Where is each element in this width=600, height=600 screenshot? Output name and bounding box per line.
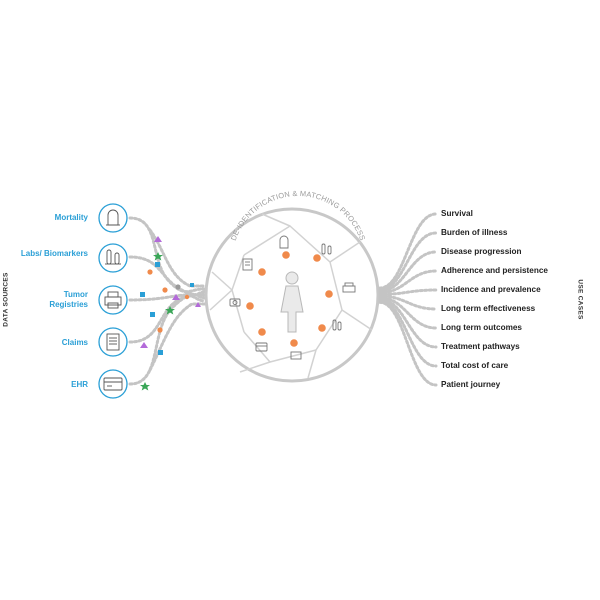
use-case-path — [378, 231, 438, 292]
marker-circle — [184, 294, 190, 300]
printer-icon — [290, 351, 302, 360]
use-case-item: Survival — [441, 209, 473, 218]
marker-circle — [162, 287, 168, 293]
use-case-item: Long term outcomes — [441, 323, 522, 332]
marker-square — [158, 350, 163, 355]
document-icon — [242, 258, 253, 271]
process-node — [325, 290, 333, 298]
source-icons — [98, 203, 128, 399]
use-case-paths — [378, 212, 438, 387]
use-case-path — [378, 296, 438, 330]
process-node — [246, 302, 254, 310]
tombstone-icon — [279, 235, 289, 249]
use-case-path — [378, 250, 438, 293]
data-sources-title: DATA SOURCES — [2, 272, 10, 327]
test-tube-icon — [105, 249, 121, 265]
person-icon — [280, 271, 304, 333]
use-case-path — [378, 212, 438, 290]
use-case-path — [378, 299, 438, 368]
process-node — [258, 268, 266, 276]
use-case-item: Total cost of care — [441, 361, 509, 370]
source-label-tumor: Tumor Registries — [49, 290, 88, 309]
path-extra-1 — [148, 228, 207, 288]
source-label-claims: Claims — [61, 338, 88, 347]
source-label-ehr: EHR — [71, 380, 88, 389]
use-case-path — [378, 269, 438, 295]
marker-circle — [157, 327, 163, 333]
aperture-outer-ring — [204, 207, 380, 383]
marker-square — [140, 292, 145, 297]
marker-square — [190, 283, 194, 287]
process-node — [290, 339, 298, 347]
source-label-labs: Labs/ Biomarkers — [20, 249, 88, 258]
source-label-mortality: Mortality — [54, 213, 88, 222]
use-case-path — [378, 294, 438, 311]
source-circle-ehr — [98, 369, 128, 399]
document-icon — [106, 333, 120, 351]
use-cases-title: USE CASES — [576, 279, 584, 320]
process-node — [258, 328, 266, 336]
source-paths — [128, 216, 207, 386]
tombstone-icon — [106, 209, 120, 226]
use-case-item: Patient journey — [441, 380, 501, 389]
aperture-blades — [209, 213, 373, 379]
source-circle-mortality — [98, 203, 128, 233]
path-tumor — [128, 293, 207, 302]
camera-icon — [229, 298, 241, 307]
test-tube-icon — [321, 243, 332, 255]
process-node — [282, 251, 290, 259]
process-aperture: DE-IDENTIFICATION & MATCHING PROCESS — [204, 189, 380, 383]
source-circle-tumor — [98, 285, 128, 315]
marker-star — [153, 252, 163, 261]
process-nodes — [246, 251, 333, 347]
use-case-path — [378, 288, 438, 296]
printer-icon — [104, 291, 122, 309]
credit-card-icon — [103, 377, 123, 391]
source-circle-labs — [98, 243, 128, 273]
credit-card-icon — [255, 342, 268, 352]
printer-icon — [342, 282, 356, 293]
use-case-item: Long term effectiveness — [441, 304, 536, 313]
marker-circle — [147, 269, 153, 275]
use-case-item: Burden of illness — [441, 228, 508, 237]
marker-circle — [175, 284, 181, 290]
path-claims — [128, 292, 207, 344]
process-node — [318, 324, 326, 332]
use-case-item: Adherence and persistence — [441, 266, 548, 275]
marker-star — [165, 306, 175, 315]
use-case-path — [378, 297, 438, 349]
test-tube-icon — [332, 319, 342, 331]
data-markers — [140, 236, 201, 391]
path-extra-2 — [148, 302, 207, 372]
marker-star — [140, 382, 150, 391]
process-node — [313, 254, 321, 262]
marker-triangle — [154, 236, 162, 242]
marker-triangle — [140, 342, 148, 348]
aperture-icons — [229, 235, 356, 360]
use-case-item: Treatment pathways — [441, 342, 520, 351]
marker-square — [150, 312, 155, 317]
marker-square — [155, 262, 160, 267]
use-case-item: Disease progression — [441, 247, 522, 256]
use-case-item: Incidence and prevalence — [441, 285, 541, 294]
source-circle-claims — [98, 327, 128, 357]
marker-triangle — [172, 294, 180, 300]
use-case-path — [378, 300, 438, 387]
marker-triangle — [195, 302, 201, 307]
